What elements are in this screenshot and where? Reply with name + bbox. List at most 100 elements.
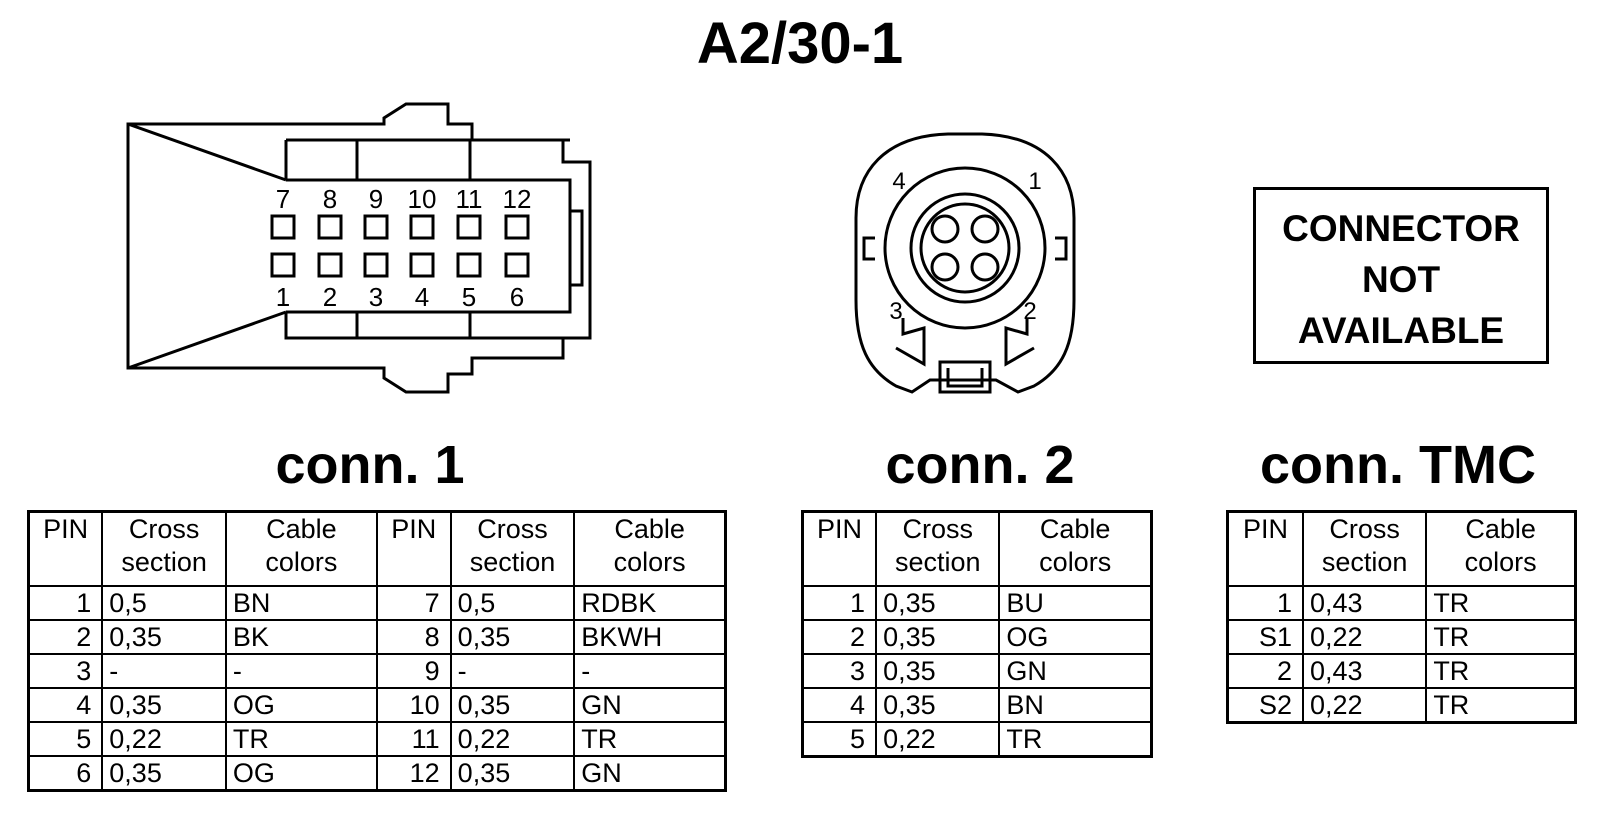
- cable-color-cell: GN: [998, 653, 1153, 689]
- cable-color-cell: BU: [998, 585, 1153, 621]
- cable-color-cell: TR: [224, 721, 378, 757]
- conn1-title: conn. 1: [275, 435, 465, 495]
- conn2-pin-socket: [930, 252, 960, 282]
- pin-cell: 2: [27, 619, 104, 655]
- pin-cell: 5: [27, 721, 104, 757]
- cross-section-cell: 0,43: [1302, 585, 1428, 621]
- pin-cell: 6: [27, 755, 104, 792]
- cable-color-cell: TR: [1425, 619, 1577, 655]
- conn1-pin-square: [409, 214, 435, 240]
- not-available-line: NOT: [1361, 259, 1441, 300]
- conn1-pin-square: [270, 214, 296, 240]
- cable-color-cell: TR: [1425, 585, 1577, 621]
- conn1-pin-label: 3: [369, 282, 383, 312]
- conn1-side-key: [571, 209, 584, 287]
- pin-cell: 1: [1226, 585, 1305, 621]
- cross-section-cell: 0,35: [875, 653, 1001, 689]
- pin-header: PIN: [375, 510, 452, 587]
- conn1-pin-square: [270, 252, 296, 278]
- conn1-pin-label: 11: [456, 184, 483, 214]
- cross-section-cell: 0,22: [875, 721, 1001, 758]
- conn1-pin-label: 4: [415, 282, 429, 312]
- pin-cell: 4: [801, 687, 878, 723]
- cable-color-cell: BN: [224, 585, 378, 621]
- conn1-pin-label: 12: [503, 184, 532, 214]
- cross-section-cell: 0,35: [101, 619, 227, 655]
- cross-section-cell: 0,35: [101, 755, 227, 792]
- conn2-latch-tab: [938, 360, 992, 394]
- diagram-title: A2/30-1: [696, 11, 904, 76]
- cross-section-cell: 0,35: [101, 687, 227, 723]
- pin-header: PIN: [801, 510, 878, 587]
- pin-cell: 2: [1226, 653, 1305, 689]
- pin-cell: 8: [375, 619, 452, 655]
- pin-cell: 9: [375, 653, 452, 689]
- cable-color-cell: BKWH: [573, 619, 727, 655]
- cable-color-cell: TR: [1425, 653, 1577, 689]
- conn2-pin-label: 4: [892, 168, 905, 195]
- table-row: 3--9--: [27, 653, 727, 689]
- conn2-pin-socket: [970, 252, 1000, 282]
- cross-section-cell: 0,35: [449, 619, 576, 655]
- cross-section-cell: 0,35: [449, 755, 576, 792]
- conn1-housing-outline: [126, 102, 592, 394]
- not-available-line: CONNECTOR: [1282, 208, 1520, 249]
- cross-section-cell: 0,22: [449, 721, 576, 757]
- pin-cell: 5: [801, 721, 878, 758]
- cross-section-cell: -: [449, 653, 576, 689]
- conn1-pin-label: 7: [276, 184, 290, 214]
- conn1-pin-square: [456, 252, 482, 278]
- conn2-pin-labels: 1 2 3 4: [889, 168, 1041, 325]
- cross-section-cell: 0,22: [101, 721, 227, 757]
- cable-color-cell: BN: [998, 687, 1153, 723]
- conn2-latch-left: [895, 318, 926, 367]
- conn1-divider-bottom: [355, 312, 472, 338]
- cable-color-cell: TR: [998, 721, 1153, 758]
- cross-section-cell: -: [101, 653, 227, 689]
- cable-color-cell: TR: [1425, 687, 1577, 724]
- conn1-pin-label: 9: [369, 184, 383, 214]
- cross-section-cell: 0,35: [449, 687, 576, 723]
- cross-section-cell: 0,22: [1302, 687, 1428, 724]
- conn2-pin-socket: [970, 214, 1000, 244]
- cable-color-cell: -: [573, 653, 727, 689]
- conn1-top-rail: [284, 138, 570, 180]
- conn1-pin-square: [456, 214, 482, 240]
- pin-cell: 3: [27, 653, 104, 689]
- cable-color-cell: GN: [573, 687, 727, 723]
- conn2-drawing: [854, 132, 1076, 394]
- pin-cell: 12: [375, 755, 452, 792]
- conn2-side-key-right: [1055, 236, 1068, 261]
- cable-color-cell: RDBK: [573, 585, 727, 621]
- conn2-title: conn. 2: [885, 435, 1075, 495]
- conn1-inner-frame: [286, 178, 572, 314]
- cable-color-cell: GN: [573, 755, 727, 792]
- conn1-pin-labels: 7 8 9 10 11 12 1 2 3 4 5 6: [276, 184, 532, 312]
- conn1-latch-upper: [127, 122, 287, 182]
- conn1-pin-square: [504, 214, 530, 240]
- conn2-latch-right: [1004, 318, 1035, 367]
- conn1-pin-square: [317, 252, 343, 278]
- conn1-pin-label: 10: [408, 184, 437, 214]
- cable-color-cell: BK: [224, 619, 378, 655]
- pin-cell: S2: [1226, 687, 1305, 724]
- pin-cell: 1: [801, 585, 878, 621]
- conn1-latch-lower: [127, 310, 287, 370]
- pin-cell: 2: [801, 619, 878, 655]
